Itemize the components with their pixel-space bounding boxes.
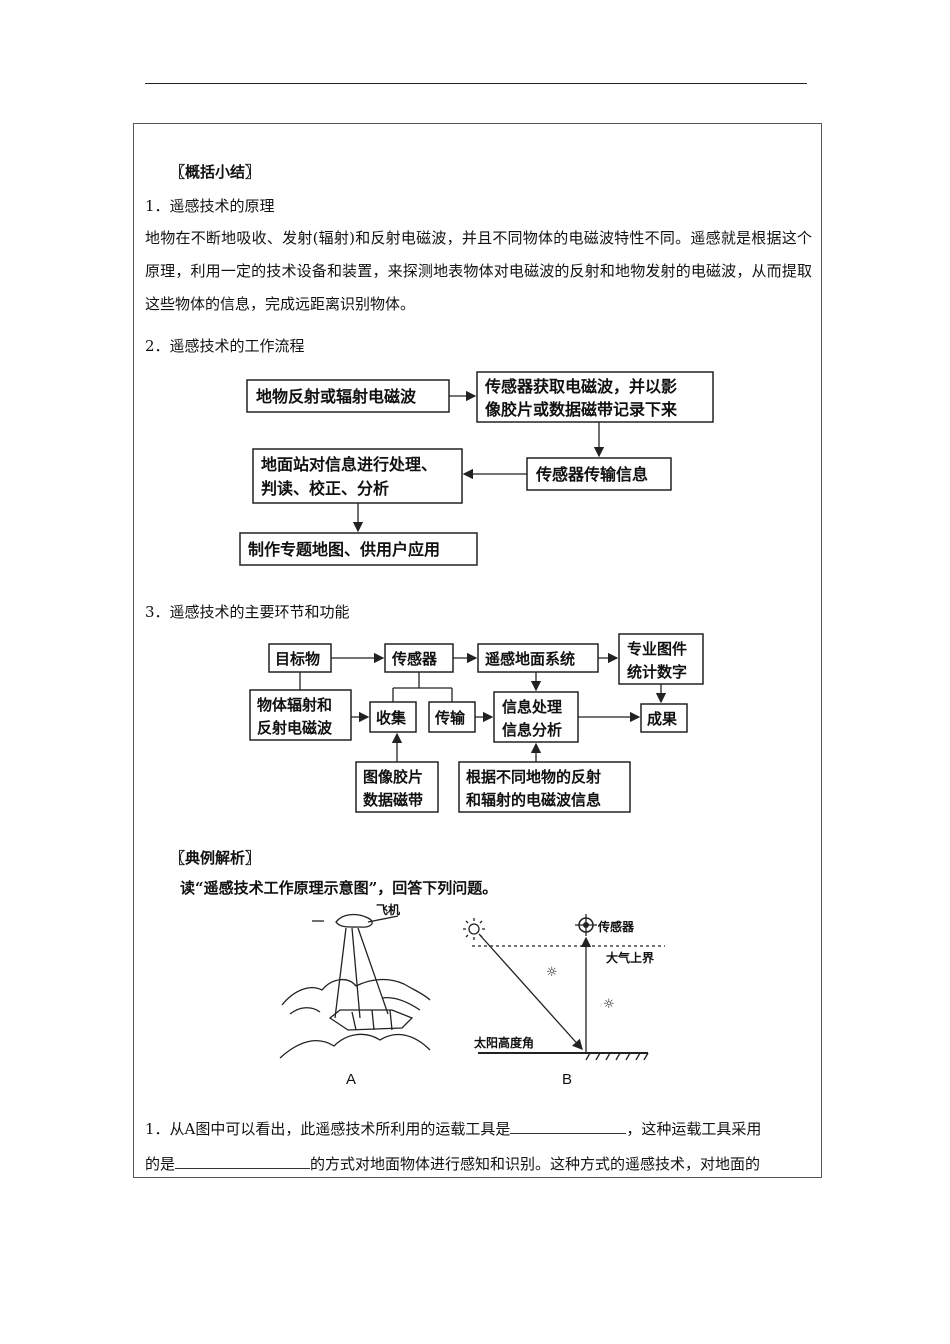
plane-label: 飞机 — [376, 902, 400, 917]
flow2-text-result: 成果 — [647, 710, 678, 728]
flow2-text-transmit: 传输 — [434, 709, 466, 727]
ground-strip-divisions — [351, 1009, 393, 1031]
header-rule — [145, 83, 807, 84]
section-2-title: 2．遥感技术的工作流程 — [145, 337, 305, 355]
flow1-text-sensor-l2: 像胶片或数据磁带记录下来 — [485, 400, 678, 419]
example-heading: 〖典例解析〗 — [170, 849, 261, 867]
figure-a: 飞机 A — [279, 902, 431, 1088]
flow2-text-prof-l1: 专业图件 — [627, 640, 687, 658]
sensor-label: 传感器 — [597, 919, 635, 934]
flow2-box-processing — [493, 691, 579, 743]
flow2-text-sensor: 传感器 — [391, 650, 438, 668]
flow2-text-basis-l1: 根据不同地物的反射 — [466, 768, 601, 786]
question-1-line-2: 的是 的方式对地面物体进行感知和识别。这种方式的遥感技术，对地面的 — [145, 1153, 760, 1174]
incoming-ray — [478, 933, 583, 1050]
section-3-title: 3．遥感技术的主要环节和功能 — [145, 603, 350, 621]
plane-icon — [335, 913, 373, 928]
atmosphere-label: 大气上界 — [606, 950, 654, 965]
section-1-title: 1．遥感技术的原理 — [145, 197, 275, 215]
ground-hatching — [585, 1052, 649, 1061]
flow2-text-emit-l2: 反射电磁波 — [257, 719, 333, 737]
question-1-line-1: 1．从A图中可以看出，此遥感技术所利用的运载工具是 ，这种运载工具采用 — [145, 1118, 761, 1139]
sensor-crosshair — [575, 914, 597, 936]
question-1-part-d: 的方式对地面物体进行感知和识别。这种方式的遥感技术，对地面的 — [310, 1155, 761, 1173]
scatter-icon-1: ☼ — [546, 965, 558, 980]
flow2-text-basis-l2: 和辐射的电磁波信息 — [466, 791, 601, 809]
sensor-ray-2 — [351, 927, 361, 1019]
flow2-text-ground: 遥感地面系统 — [485, 650, 575, 668]
flow2-text-film-l1: 图像胶片 — [363, 768, 423, 786]
answer-blank-1[interactable] — [510, 1118, 627, 1134]
flow1-box-mapping — [239, 532, 478, 566]
ground-strip — [328, 1009, 414, 1031]
flow2-text-emit-l1: 物体辐射和 — [257, 696, 332, 714]
flow2-box-target — [268, 643, 332, 673]
scatter-icon-2: ☼ — [603, 997, 615, 1012]
flow2-box-transmit — [428, 701, 476, 733]
flow1-text-reflect: 地物反射或辐射电磁波 — [256, 387, 417, 406]
flow2-text-proc-l2: 信息分析 — [502, 721, 562, 739]
flow2-text-prof-l2: 统计数字 — [627, 663, 687, 681]
question-1-part-b: ，这种运载工具采用 — [626, 1120, 762, 1138]
sun-icon — [468, 923, 480, 935]
flow2-text-collect: 收集 — [376, 709, 407, 727]
flow2-box-collect — [369, 701, 417, 733]
figure-b-label: B — [562, 1071, 572, 1088]
sensor-ray-1 — [334, 927, 347, 1019]
section-1-paragraph: 地物在不断地吸收、发射(辐射)和反射电磁波，并且不同物体的电磁波特性不同。遥感就… — [145, 229, 812, 313]
sun-angle-label: 太阳高度角 — [474, 1035, 534, 1050]
flow2-box-ground-system — [477, 643, 599, 673]
content-frame — [133, 123, 822, 1178]
flow1-text-ground-l1: 地面站对信息进行处理、 — [261, 455, 437, 474]
flow1-box-reflect — [246, 379, 450, 413]
flow1-text-mapping: 制作专题地图、供用户应用 — [248, 540, 440, 559]
flow1-text-ground-l2: 判读、校正、分析 — [261, 479, 389, 498]
flow1-text-transmit: 传感器传输信息 — [535, 465, 648, 484]
plane-label-line — [367, 915, 399, 923]
flow2-text-target: 目标物 — [275, 650, 320, 668]
question-1-part-a: 1．从A图中可以看出，此遥感技术所利用的运载工具是 — [145, 1120, 511, 1138]
flow2-text-film-l2: 数据磁带 — [363, 791, 423, 809]
sensor-ray-3 — [357, 927, 389, 1015]
example-prompt: 读“遥感技术工作原理示意图”，回答下列问题。 — [180, 879, 498, 897]
figure-a-label: A — [346, 1071, 356, 1088]
flow1-box-sensor-record — [476, 371, 714, 423]
flow2-box-professional — [618, 633, 704, 685]
mountain-range-back — [281, 978, 431, 1006]
flow2-box-result — [640, 703, 688, 733]
answer-blank-2[interactable] — [175, 1153, 311, 1169]
figure-b: 传感器 大气上界 ☼ ☼ 太阳高度角 B — [463, 914, 665, 1088]
mountain-range-front — [279, 1033, 431, 1059]
summary-heading: 〖概括小结〗 — [170, 163, 261, 181]
flow2-box-sensor — [384, 643, 454, 673]
flow1-box-transmit — [526, 457, 672, 491]
flow1-text-sensor-l1: 传感器获取电磁波，并以影 — [484, 377, 677, 396]
flow2-text-proc-l1: 信息处理 — [502, 698, 562, 716]
question-1-part-c: 的是 — [145, 1155, 176, 1173]
flow2-box-emission — [249, 689, 352, 741]
flow2-box-basis — [458, 761, 631, 813]
mountain-details — [289, 996, 421, 1015]
